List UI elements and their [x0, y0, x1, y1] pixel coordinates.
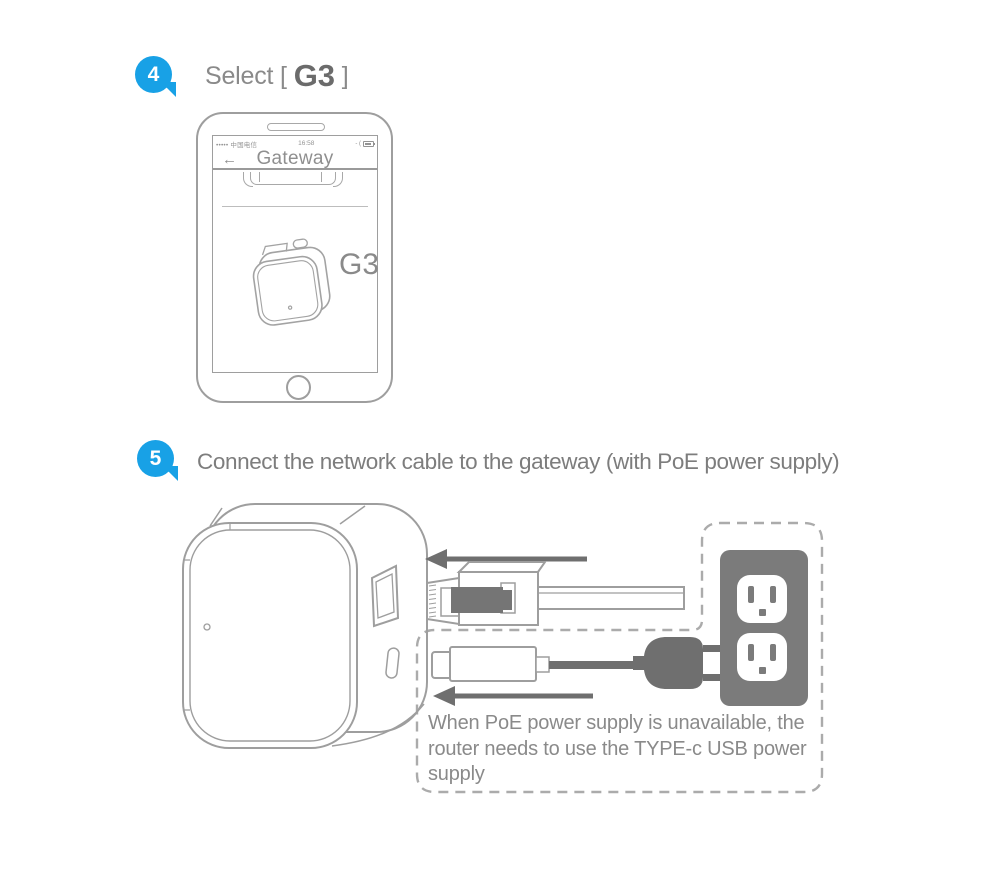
list-item-device-label: G3	[339, 248, 380, 281]
poe-note-dashed-border	[415, 521, 824, 794]
g3-device-icon	[252, 238, 331, 326]
connection-illustration	[182, 503, 824, 794]
step-4-title-prefix: Select [	[205, 61, 287, 90]
badge-tail-icon	[163, 466, 178, 481]
step-5-title: Connect the network cable to the gateway…	[197, 449, 840, 474]
step-5-number: 5	[149, 446, 162, 470]
note-line: When PoE power supply is unavailable, th…	[428, 712, 805, 734]
wall-outlet-illustration	[720, 550, 808, 706]
status-bar: ••••• 中国电信 16:58	[216, 138, 376, 149]
badge-tail-icon	[161, 82, 176, 97]
typec-connector-illustration	[431, 646, 550, 682]
app-header: ← Gateway	[213, 148, 377, 170]
battery-icon	[362, 140, 376, 147]
device-peek-illustration	[243, 172, 343, 190]
note-line: supply	[428, 763, 485, 785]
note-line: router needs to use the TYPE-c USB power	[428, 737, 807, 760]
status-icons	[355, 140, 376, 147]
step-4-number: 4	[147, 62, 160, 86]
step-4-badge: 4	[135, 56, 176, 97]
home-button-icon	[286, 375, 311, 400]
typec-arrow-icon	[433, 686, 593, 706]
phone-mockup: ••••• 中国电信 16:58 ← Gateway	[196, 112, 393, 403]
rj45-connector-illustration	[426, 561, 685, 626]
step-4-title-suffix: ]	[341, 61, 349, 90]
power-plug-illustration	[549, 637, 726, 689]
step-4-title: Select [ G3 ]	[205, 56, 349, 96]
poe-note-text: When PoE power supply is unavailable, th…	[428, 711, 838, 788]
list-divider	[222, 206, 368, 207]
ethernet-arrow-icon	[425, 549, 587, 569]
page-title: Gateway	[256, 148, 334, 169]
back-arrow-icon: ←	[222, 151, 237, 168]
step-4-device-name: G3	[293, 58, 335, 93]
carrier-label: ••••• 中国电信	[216, 141, 258, 149]
step-5-badge: 5	[137, 440, 178, 481]
gateway-device-illustration	[182, 503, 428, 749]
phone-screen: ••••• 中国电信 16:58 ← Gateway	[212, 135, 380, 373]
status-time: 16:58	[298, 140, 315, 147]
phone-speaker-icon	[267, 123, 325, 131]
